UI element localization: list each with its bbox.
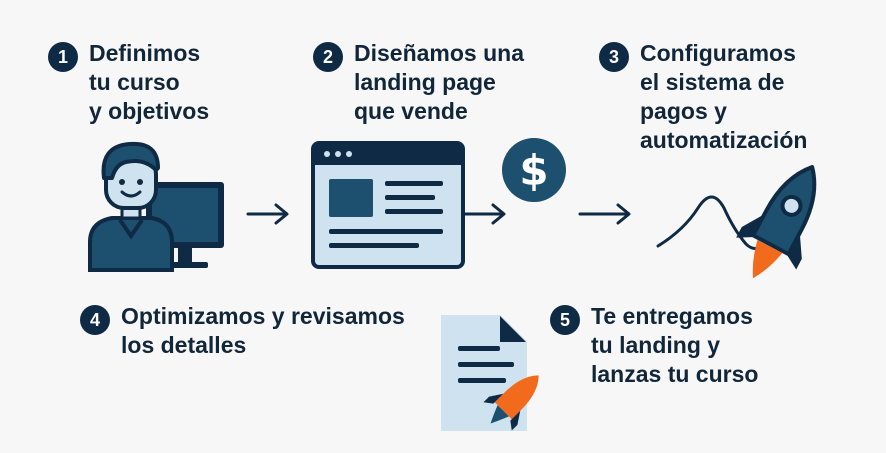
text-line: tu curso — [89, 69, 180, 95]
step-2: 2 Diseñamos una landing page que vende — [313, 39, 524, 126]
text-line: lanzas tu curso — [591, 361, 759, 387]
text-line: tu landing y — [591, 332, 721, 358]
step-number-5: 5 — [550, 305, 580, 335]
text-line: que vende — [354, 98, 468, 124]
step-text-4: Optimizamos y revisamos los detalles — [121, 302, 405, 360]
dollar-symbol: $ — [519, 145, 549, 195]
step-text-1: Definimos tu curso y objetivos — [89, 39, 209, 126]
step-4: 4 Optimizamos y revisamos los detalles — [80, 302, 405, 360]
text-line: Diseñamos una — [354, 40, 524, 66]
text-line: los detalles — [121, 332, 247, 358]
dollar-coin-icon: $ — [502, 138, 566, 202]
step-1: 1 Definimos tu curso y objetivos — [48, 39, 209, 126]
step-3: 3 Configuramos el sistema de pagos y automa… — [599, 39, 807, 155]
text-line: automatización — [640, 127, 808, 153]
step-text-3: Configuramos el sistema de pagos y automati… — [640, 39, 807, 155]
arrow-right-icon — [246, 203, 289, 225]
step-text-2: Diseñamos una landing page que vende — [354, 39, 524, 126]
document-rocket-icon — [441, 315, 539, 431]
step-5: 5 Te entregamos tu landing y lanzas tu cur… — [550, 302, 758, 389]
text-line: Configuramos — [640, 40, 796, 66]
text-line: y objetivos — [89, 98, 210, 124]
arrow-right-icon — [463, 203, 506, 225]
person-computer-icon — [88, 141, 224, 272]
text-line: Definimos — [89, 40, 201, 66]
text-line: landing page — [354, 69, 496, 95]
arrow-right-icon — [578, 203, 631, 225]
text-line: el sistema de — [640, 69, 785, 95]
step-number-4: 4 — [80, 305, 110, 335]
text-line: Optimizamos y revisamos — [121, 303, 405, 329]
step-number-2: 2 — [313, 42, 343, 72]
browser-window-icon — [311, 141, 465, 269]
step-number-1: 1 — [48, 42, 78, 72]
step-number-3: 3 — [599, 42, 629, 72]
text-line: Te entregamos — [591, 303, 753, 329]
rocket-icon — [656, 165, 817, 279]
step-text-5: Te entregamos tu landing y lanzas tu curso — [591, 302, 758, 389]
text-line: pagos y — [640, 98, 727, 124]
